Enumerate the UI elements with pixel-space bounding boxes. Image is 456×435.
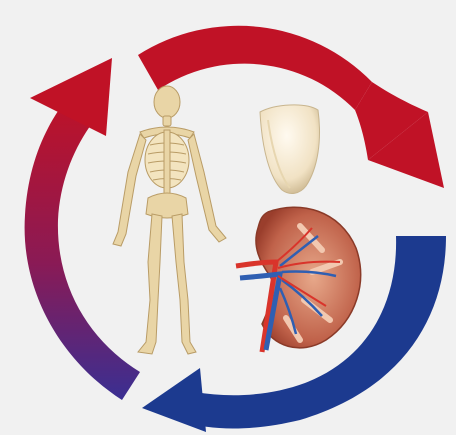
kidney-icon [236,207,361,352]
skeleton-icon [113,86,226,354]
tooth-icon [260,105,320,194]
